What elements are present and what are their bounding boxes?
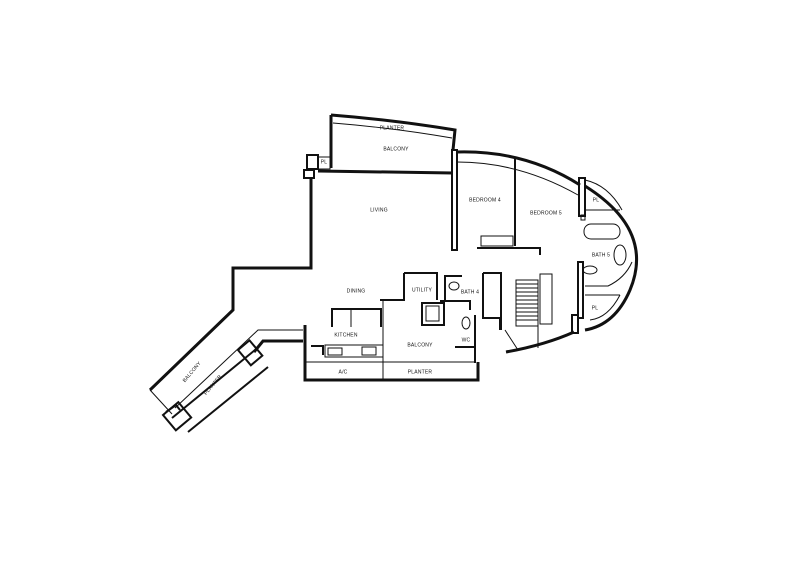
label-ac: A/C bbox=[339, 369, 348, 375]
label-planter-bottom: PLANTER bbox=[408, 369, 433, 375]
label-bedroom-4: BEDROOM 4 bbox=[469, 197, 501, 203]
label-bath-4: BATH 4 bbox=[461, 289, 479, 295]
label-planter-diagonal: PLANTER bbox=[203, 374, 223, 397]
walls bbox=[148, 113, 639, 433]
label-balcony-diagonal: BALCONY bbox=[182, 360, 203, 384]
label-balcony-service: BALCONY bbox=[407, 342, 433, 348]
label-pl-left: PL bbox=[321, 159, 328, 165]
label-pl-upper-right: PL bbox=[593, 197, 600, 203]
staircase bbox=[504, 273, 553, 351]
room-labels: PLANTER BALCONY PL LIVING BEDROOM 4 BEDR… bbox=[182, 125, 610, 396]
label-balcony-top: BALCONY bbox=[383, 146, 409, 152]
label-wc: WC bbox=[462, 337, 471, 343]
label-bath-5: BATH 5 bbox=[592, 252, 610, 258]
label-utility: UTILITY bbox=[412, 287, 432, 293]
label-bedroom-5: BEDROOM 5 bbox=[530, 210, 562, 216]
label-planter-top: PLANTER bbox=[380, 125, 405, 131]
label-dining: DINING bbox=[347, 288, 366, 294]
label-living: LIVING bbox=[370, 207, 388, 213]
label-kitchen: KITCHEN bbox=[334, 332, 358, 338]
label-pl-lower-right: PL bbox=[592, 305, 599, 311]
